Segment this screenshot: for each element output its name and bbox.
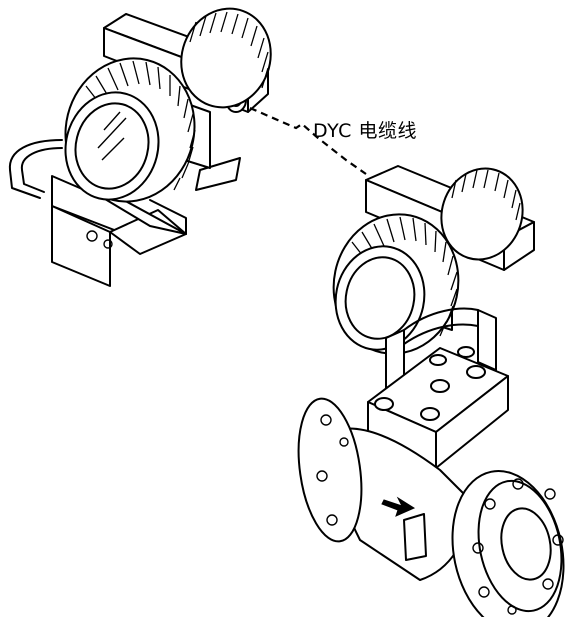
- mounting-bracket: [8, 139, 241, 287]
- flowmeter-sensor: [297, 165, 565, 617]
- flow-direction-arrow: [381, 496, 416, 517]
- front-cover-ribs: [85, 60, 196, 191]
- remote-converter: [8, 7, 272, 287]
- rear-cover-ribs: [189, 11, 269, 89]
- block-bolts: [374, 346, 486, 421]
- cable-label: DYC 电缆线: [313, 120, 417, 142]
- cable-line: [249, 106, 367, 175]
- flange-bolt-holes: [472, 478, 564, 615]
- sensor-rear-cover-ribs: [451, 169, 521, 221]
